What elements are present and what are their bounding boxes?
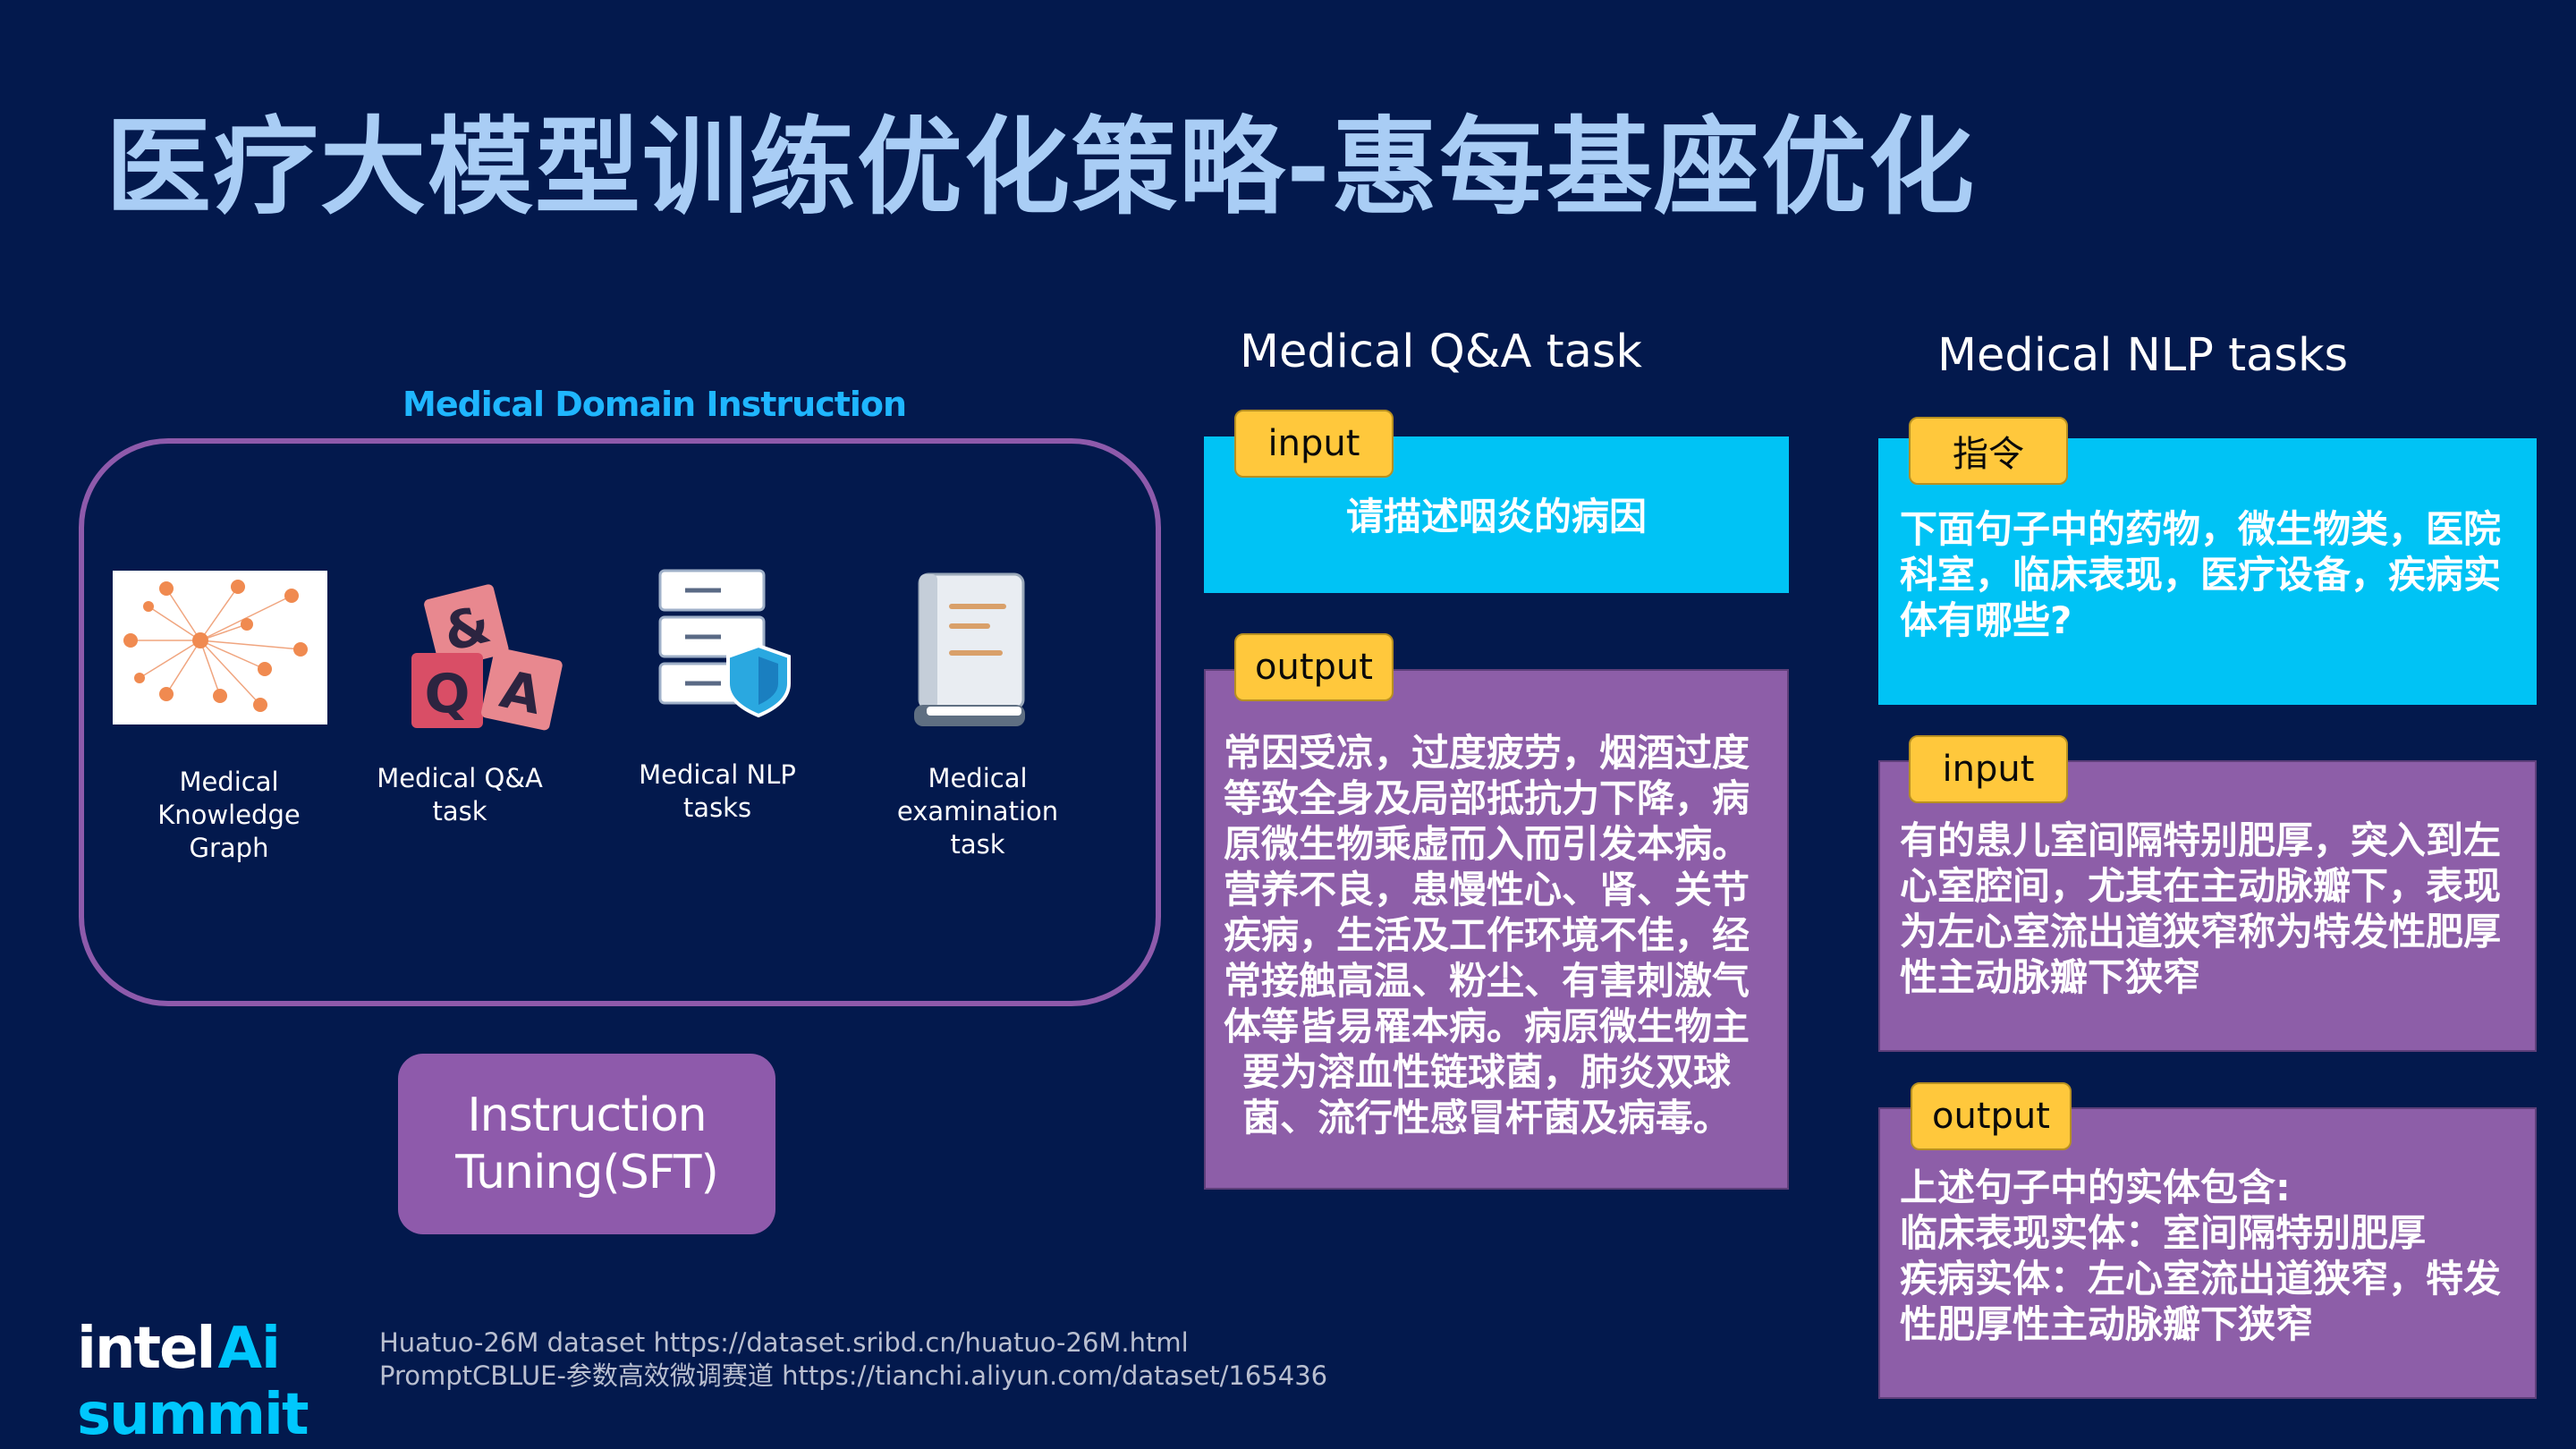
logo-brand: intel [77,1316,216,1382]
qa-output-tag: output [1234,633,1394,701]
domain-instruction-box [79,438,1161,1006]
nlp-output-panel [1878,1107,2537,1399]
reference-huatuo: Huatuo-26M dataset https://dataset.sribd… [379,1327,1189,1358]
qa-task-caption: Medical Q&A task [377,763,543,826]
qa-output-text: 常因受凉，过度疲劳，烟酒过度等致全身及局部抵抗力下降，病原微生物乘虚而入而引发本… [1223,731,1750,1140]
page-title: 医疗大模型训练优化策略-惠每基座优化 [106,106,1976,229]
instruction-tuning-label: Instruction Tuning(SFT) [455,1089,719,1199]
domain-instruction-label: Medical Domain Instruction [402,385,907,424]
nlp-instruction-text: 下面句子中的药物，微生物类，医院科室，临床表现，医疗设备，疾病实体有哪些? [1900,507,2502,642]
reference-promptcblue: PromptCBLUE-参数高效微调赛道 https://tianchi.ali… [379,1360,1328,1391]
qa-input-text: 请描述咽炎的病因 [1345,495,1647,538]
references: Huatuo-26M dataset https://dataset.sribd… [379,1326,1327,1393]
instruction-tuning-box: Instruction Tuning(SFT) [398,1054,775,1234]
nlp-output-tag: output [1911,1082,2072,1150]
server-stack-icon [658,569,794,719]
qa-task-title: Medical Q&A task [1240,326,1642,378]
nlp-input-text: 有的患儿室间隔特别肥厚，突入到左心室腔间，尤其在主动脉瓣下，表现为左心室流出道狭… [1900,818,2502,999]
qa-blocks-icon: & Q A [406,580,565,733]
knowledge-graph-caption: Medical Knowledge Graph [157,767,301,863]
nlp-task-title: Medical NLP tasks [1937,329,2349,382]
nlp-tasks-caption: Medical NLP tasks [639,759,796,823]
nlp-output-text: 上述句子中的实体包含: 临床表现实体：室间隔特别肥厚 疾病实体：左心室流出道狭窄… [1900,1165,2502,1346]
nlp-input-tag: input [1909,735,2068,803]
knowledge-graph-icon [113,571,327,724]
qa-input-tag: input [1234,410,1394,478]
book-icon [911,571,1029,730]
nlp-input-panel [1878,760,2537,1052]
svg-text:Q: Q [424,663,470,725]
intel-ai-summit-logo: intelAi summit [77,1320,309,1448]
nlp-instruction-tag: 指令 [1909,417,2068,485]
logo-summit: summit [77,1382,309,1448]
logo-ai: Ai [217,1316,280,1382]
qa-output-panel [1204,669,1789,1190]
exam-task-caption: Medical examination task [896,763,1059,860]
